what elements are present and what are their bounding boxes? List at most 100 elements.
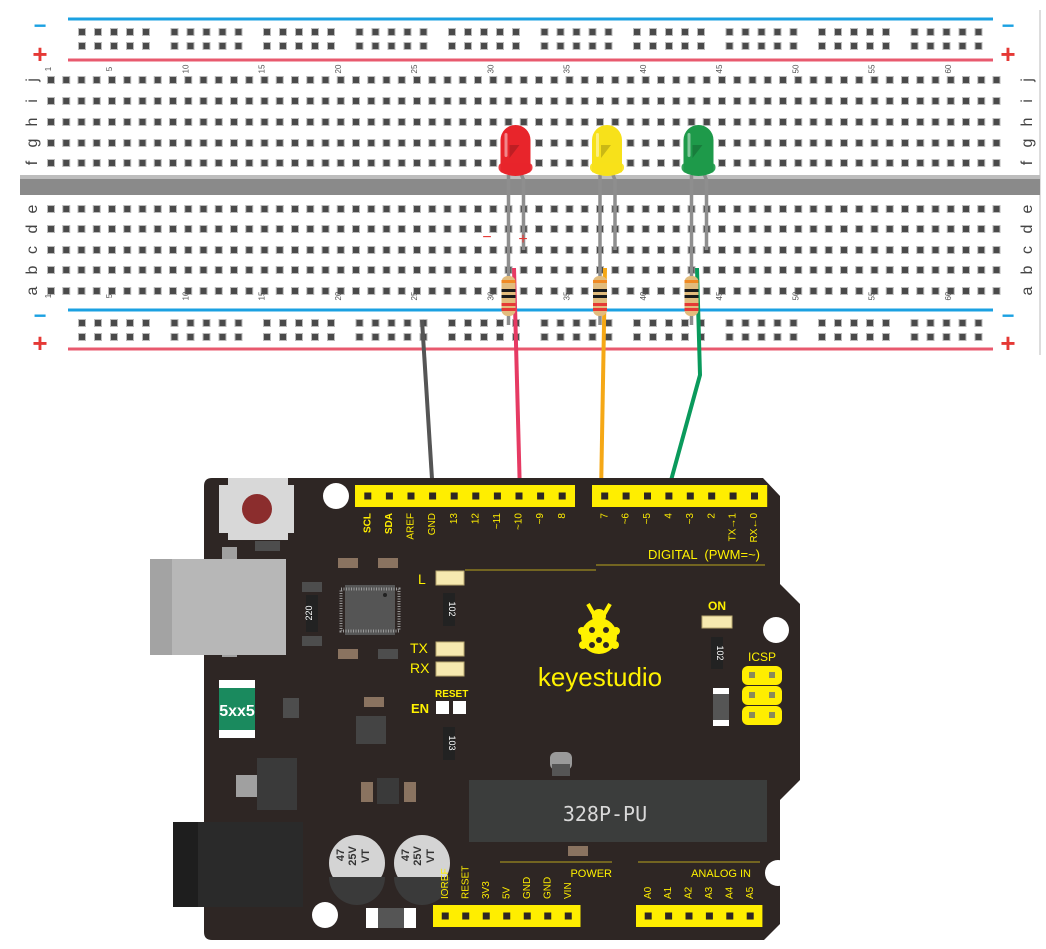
breadboard-hole[interactable] — [977, 287, 986, 295]
breadboard-hole[interactable] — [336, 287, 345, 295]
breadboard-hole[interactable] — [657, 205, 665, 213]
breadboard-hole[interactable] — [138, 266, 147, 274]
breadboard-hole[interactable] — [321, 118, 330, 126]
rail-hole[interactable] — [218, 28, 227, 36]
breadboard-hole[interactable] — [794, 246, 803, 254]
breadboard-hole[interactable] — [931, 118, 940, 126]
breadboard-hole[interactable] — [428, 287, 437, 295]
breadboard-hole[interactable] — [550, 159, 559, 167]
breadboard-hole[interactable] — [245, 205, 254, 213]
rail-hole[interactable] — [78, 28, 86, 36]
breadboard-hole[interactable] — [92, 266, 101, 274]
breadboard-hole[interactable] — [92, 118, 101, 126]
breadboard-hole[interactable] — [123, 159, 132, 167]
rail-hole[interactable] — [818, 28, 826, 36]
rail-hole[interactable] — [926, 42, 935, 50]
breadboard-hole[interactable] — [794, 225, 803, 233]
breadboard-hole[interactable] — [108, 205, 116, 213]
breadboard-hole[interactable] — [855, 246, 864, 254]
breadboard-hole[interactable] — [916, 266, 925, 274]
breadboard-hole[interactable] — [92, 246, 101, 254]
breadboard-hole[interactable] — [626, 287, 635, 295]
breadboard-hole[interactable] — [230, 139, 238, 147]
breadboard-hole[interactable] — [291, 118, 299, 126]
resistor[interactable] — [501, 268, 516, 325]
resistor[interactable] — [593, 268, 607, 325]
breadboard-hole[interactable] — [657, 225, 665, 233]
breadboard-hole[interactable] — [230, 225, 238, 233]
rail-hole[interactable] — [681, 333, 689, 341]
breadboard-hole[interactable] — [47, 205, 55, 213]
breadboard-hole[interactable] — [138, 159, 147, 167]
breadboard-hole[interactable] — [275, 266, 284, 274]
breadboard-hole[interactable] — [992, 246, 1001, 254]
breadboard-hole[interactable] — [916, 225, 925, 233]
breadboard-hole[interactable] — [153, 97, 162, 105]
rail-hole[interactable] — [480, 333, 488, 341]
rail-hole[interactable] — [604, 333, 613, 341]
breadboard-hole[interactable] — [580, 118, 589, 126]
rail-hole[interactable] — [741, 28, 750, 36]
header-pin[interactable] — [601, 492, 609, 500]
breadboard-hole[interactable] — [992, 287, 1001, 295]
breadboard-hole[interactable] — [275, 205, 284, 213]
rail-hole[interactable] — [311, 319, 319, 327]
breadboard-hole[interactable] — [230, 118, 238, 126]
breadboard-hole[interactable] — [672, 246, 681, 254]
rail-hole[interactable] — [387, 333, 396, 341]
rail-hole[interactable] — [588, 333, 597, 341]
rail-hole[interactable] — [234, 42, 243, 50]
rail-hole[interactable] — [295, 333, 303, 341]
breadboard-hole[interactable] — [519, 76, 528, 84]
breadboard-hole[interactable] — [397, 225, 406, 233]
breadboard-hole[interactable] — [230, 246, 238, 254]
header-pin[interactable] — [746, 912, 754, 920]
breadboard-hole[interactable] — [92, 76, 101, 84]
rail-hole[interactable] — [218, 42, 227, 50]
breadboard-hole[interactable] — [321, 225, 330, 233]
breadboard-hole[interactable] — [641, 118, 650, 126]
breadboard-hole[interactable] — [855, 266, 864, 274]
rail-hole[interactable] — [789, 28, 798, 36]
header-pin[interactable] — [644, 912, 652, 920]
breadboard-hole[interactable] — [474, 225, 482, 233]
rail-hole[interactable] — [681, 28, 689, 36]
rail-hole[interactable] — [94, 28, 102, 36]
breadboard-hole[interactable] — [245, 76, 254, 84]
en-pad[interactable] — [436, 701, 449, 714]
rail-hole[interactable] — [234, 28, 243, 36]
breadboard-hole[interactable] — [321, 76, 330, 84]
breadboard-hole[interactable] — [870, 266, 879, 274]
breadboard-hole[interactable] — [169, 118, 177, 126]
red-led[interactable] — [498, 125, 533, 270]
breadboard-hole[interactable] — [336, 118, 345, 126]
breadboard-hole[interactable] — [916, 97, 925, 105]
breadboard-hole[interactable] — [901, 287, 909, 295]
breadboard-hole[interactable] — [92, 159, 101, 167]
breadboard-hole[interactable] — [367, 205, 376, 213]
breadboard-hole[interactable] — [321, 205, 330, 213]
rail-hole[interactable] — [834, 42, 842, 50]
breadboard-hole[interactable] — [77, 159, 86, 167]
breadboard-hole[interactable] — [535, 225, 543, 233]
reset-pad[interactable] — [453, 701, 466, 714]
rail-hole[interactable] — [186, 333, 195, 341]
rail-hole[interactable] — [942, 42, 951, 50]
breadboard-hole[interactable] — [901, 159, 909, 167]
breadboard-hole[interactable] — [626, 225, 635, 233]
breadboard-hole[interactable] — [840, 246, 848, 254]
breadboard-hole[interactable] — [184, 159, 193, 167]
breadboard-hole[interactable] — [641, 246, 650, 254]
rail-hole[interactable] — [540, 319, 549, 327]
breadboard-hole[interactable] — [962, 225, 970, 233]
breadboard-hole[interactable] — [672, 97, 681, 105]
rail-hole[interactable] — [725, 333, 734, 341]
rail-hole[interactable] — [974, 333, 983, 341]
breadboard-hole[interactable] — [733, 76, 742, 84]
rail-hole[interactable] — [850, 42, 858, 50]
rail-hole[interactable] — [263, 42, 271, 50]
breadboard-hole[interactable] — [611, 118, 620, 126]
breadboard-hole[interactable] — [580, 205, 589, 213]
breadboard-hole[interactable] — [184, 225, 193, 233]
breadboard-hole[interactable] — [809, 205, 818, 213]
